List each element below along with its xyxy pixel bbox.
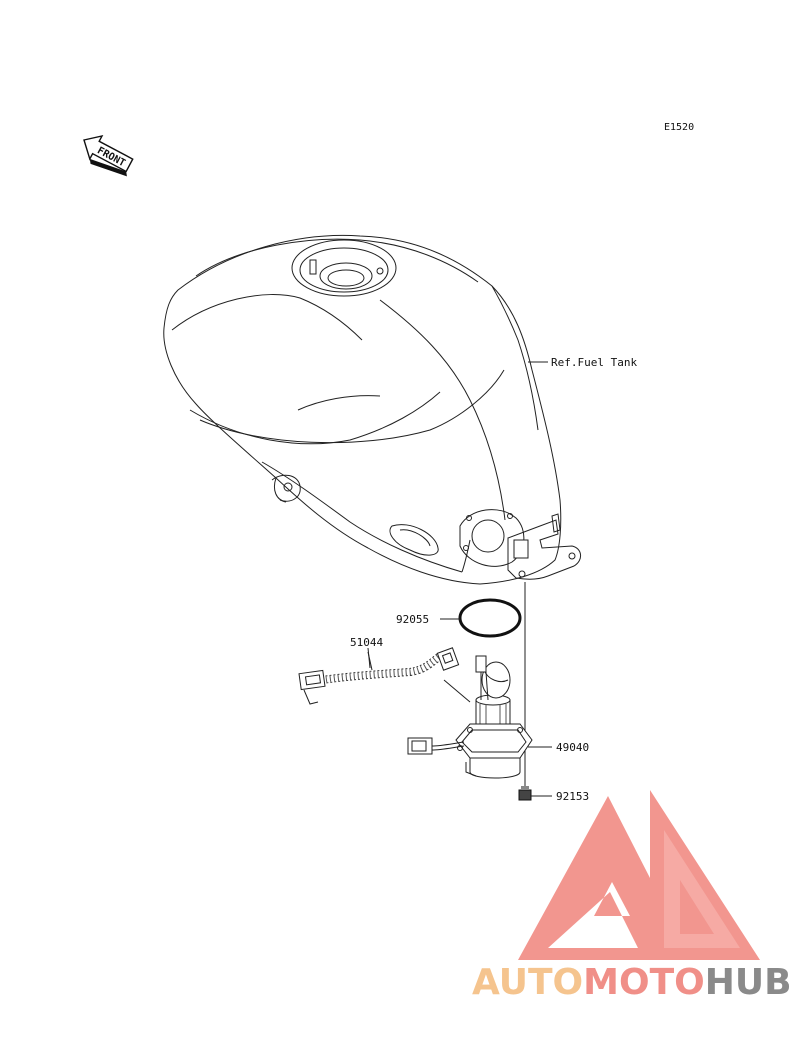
watermark-auto: AUTO bbox=[472, 962, 584, 1003]
fuel-tank-drawing bbox=[163, 234, 581, 585]
callout-92153: 92153 bbox=[556, 790, 589, 803]
wire-harness-drawing bbox=[298, 647, 460, 705]
watermark-moto: MOTO bbox=[583, 962, 705, 1003]
automotohub-logo-icon bbox=[518, 790, 760, 960]
callout-fuel-tank: Ref.Fuel Tank bbox=[551, 356, 637, 369]
diagram-code: E1520 bbox=[664, 122, 694, 133]
o-ring-drawing bbox=[458, 598, 522, 638]
callout-92055: 92055 bbox=[396, 613, 429, 626]
callout-49040: 49040 bbox=[556, 741, 589, 754]
fuel-pump-drawing bbox=[407, 655, 533, 779]
front-arrow-icon: FRONT bbox=[83, 134, 134, 177]
bolt-drawing bbox=[518, 786, 532, 801]
callout-51044: 51044 bbox=[350, 636, 383, 649]
watermark-hub: HUB bbox=[704, 962, 792, 1003]
automotohub-watermark: AUTOMOTOHUB bbox=[472, 962, 792, 1003]
